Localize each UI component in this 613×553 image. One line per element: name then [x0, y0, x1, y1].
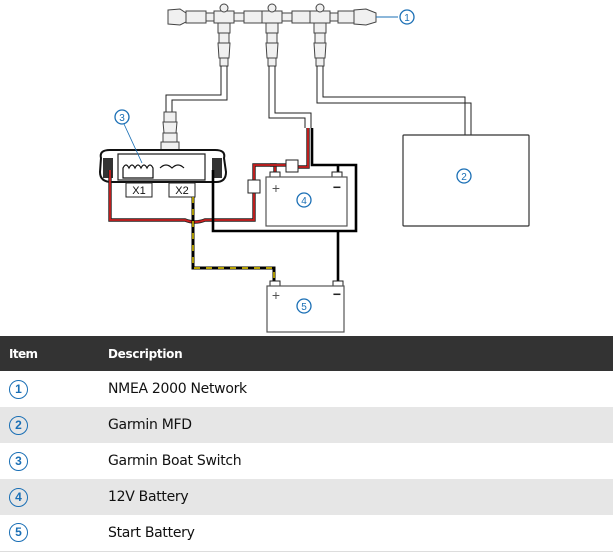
ignition-wire [191, 197, 276, 286]
header-description: Description [108, 346, 183, 361]
nmea-backbone [167, 3, 377, 67]
item-number-badge: 5 [9, 523, 28, 543]
fuse-2 [285, 159, 299, 173]
legend-row: 1 NMEA 2000 Network [0, 371, 613, 407]
item-number-badge: 3 [9, 451, 28, 471]
legend-row: 4 12V Battery [0, 479, 613, 515]
callout-5: 5 [301, 302, 307, 313]
callout-3: 3 [119, 113, 125, 124]
legend-row: 5 Start Battery [0, 515, 613, 551]
nmea-drop-cables [165, 66, 472, 135]
item-description: Start Battery [108, 524, 195, 541]
item-number-badge: 1 [9, 379, 28, 399]
tee-connector-3 [309, 10, 331, 24]
legend-row: 2 Garmin MFD [0, 407, 613, 443]
item-description: 12V Battery [108, 489, 189, 505]
callout-4: 4 [301, 196, 307, 207]
backbone-coupler [185, 10, 207, 24]
start-battery-negative: − [333, 286, 341, 302]
battery-12v-positive: + [272, 180, 280, 196]
callout-leader-3 [123, 123, 143, 164]
tee-connector-1 [213, 10, 235, 24]
callout-1: 1 [404, 13, 410, 24]
item-number-badge: 4 [9, 487, 28, 507]
power-wire [108, 128, 310, 224]
boat-switch-connector [160, 111, 180, 153]
terminator-left [167, 8, 187, 26]
item-number-badge: 2 [9, 415, 28, 435]
port-x2-label: X2 [175, 185, 188, 197]
callout-3-circle [114, 109, 130, 125]
header-item: Item [9, 346, 38, 361]
port-x1-label: X1 [132, 185, 145, 197]
legend-row: 3 Garmin Boat Switch [0, 443, 613, 479]
garmin-mfd: 2 [402, 134, 530, 227]
callout-1-circle [399, 9, 415, 25]
item-description: Garmin MFD [108, 417, 192, 433]
wiring-diagram: 1 X1 X2 3 [98, 3, 530, 333]
item-description: Garmin Boat Switch [108, 453, 242, 469]
start-battery-positive: + [272, 287, 280, 303]
legend-table: Item Description 1 NMEA 2000 Network 2 G… [0, 336, 613, 552]
tee-connector-2 [261, 10, 283, 24]
legend-header-row: Item Description [0, 336, 613, 371]
callout-2: 2 [461, 172, 467, 183]
boat-switch: X1 X2 [98, 149, 228, 198]
fuse-1 [247, 179, 261, 194]
battery-12v-negative: − [333, 179, 341, 195]
battery-12v: + − 4 [265, 171, 348, 227]
item-description: NMEA 2000 Network [108, 381, 247, 397]
terminator-right [353, 8, 377, 26]
start-battery: + − 5 [266, 280, 345, 333]
